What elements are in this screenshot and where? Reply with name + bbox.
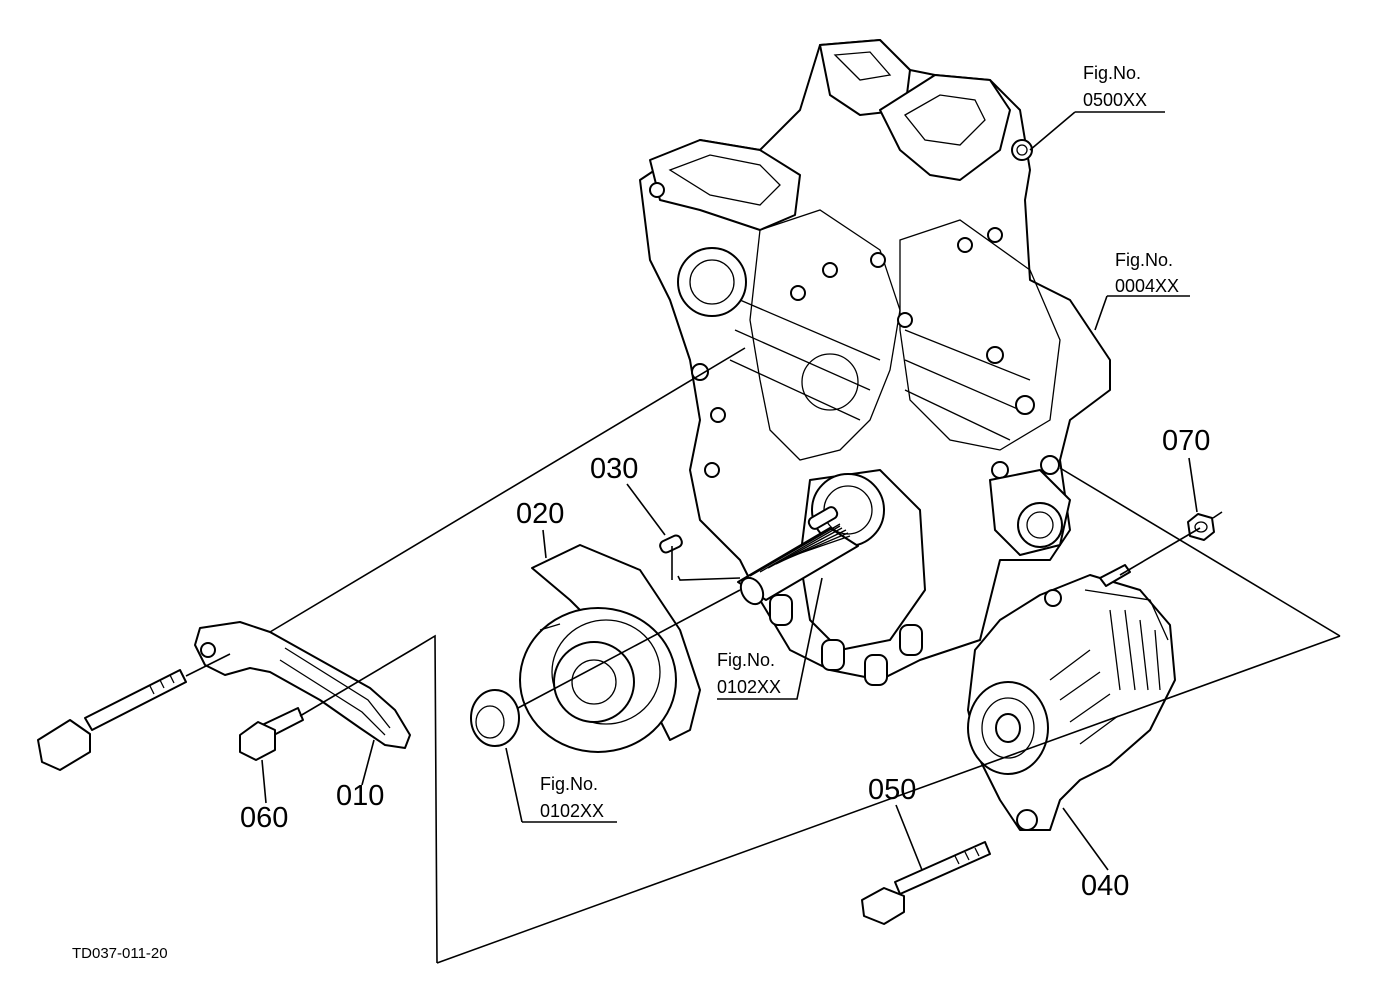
leader-010 [361, 739, 375, 786]
leader-lines [261, 111, 1198, 871]
fig-ref-number-0102XX-lower: 0102XX [540, 801, 604, 821]
label-050: 050 [868, 774, 916, 806]
label-020: 020 [516, 498, 564, 530]
leader-050 [895, 804, 923, 871]
leader-040 [1062, 807, 1109, 871]
label-060: 060 [240, 802, 288, 834]
leader-0102XX-upper [717, 577, 823, 700]
pulley-part-020 [519, 544, 701, 753]
alternator-part-040 [967, 564, 1176, 831]
leader-0500XX [1029, 111, 1165, 151]
bolt-part-050 [861, 841, 991, 925]
crankshaft-snout [737, 506, 859, 606]
assembly-centerlines [185, 347, 1341, 964]
leader-0102XX-lower [505, 747, 617, 823]
label-040: 040 [1081, 870, 1129, 902]
leader-0004XX [1094, 295, 1190, 331]
engine-gear-case [639, 39, 1111, 686]
fig-ref-number-0004XX: 0004XX [1115, 276, 1179, 296]
leader-020 [542, 529, 547, 559]
nut-part-070 [1187, 513, 1215, 541]
leader-060 [261, 759, 267, 804]
leader-070 [1188, 457, 1198, 513]
bracket-part-010 [194, 621, 411, 749]
fig-ref-number-0500XX: 0500XX [1083, 90, 1147, 110]
long-bolt [37, 669, 187, 771]
label-070: 070 [1162, 425, 1210, 457]
label-010: 010 [336, 780, 384, 812]
fig-ref-prefix-0500XX: Fig.No. [1083, 63, 1141, 83]
crank-nut [470, 689, 520, 747]
part-labels: 010 020 030 040 050 060 070 [240, 425, 1210, 902]
key-part-030 [659, 534, 683, 554]
figure-refs: Fig.No. 0500XX Fig.No. 0004XX Fig.No. 01… [540, 63, 1179, 821]
drawing-code: TD037-011-20 [72, 945, 168, 962]
fig-ref-prefix-0102XX-upper: Fig.No. [717, 650, 775, 670]
label-030: 030 [590, 453, 638, 485]
leader-030 [626, 483, 666, 536]
fig-ref-prefix-0004XX: Fig.No. [1115, 250, 1173, 270]
fig-ref-prefix-0102XX-lower: Fig.No. [540, 774, 598, 794]
bolt-part-060 [239, 707, 304, 761]
fig-ref-number-0102XX-upper: 0102XX [717, 677, 781, 697]
